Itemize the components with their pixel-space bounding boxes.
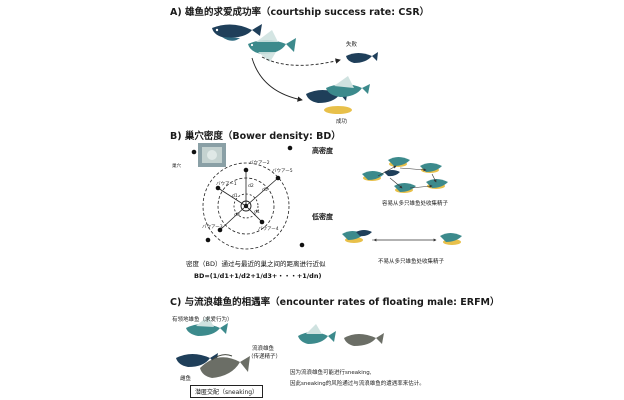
fail-arrow <box>261 56 341 66</box>
bower-label-3: バウアー3 <box>202 225 223 230</box>
bower-label-5: バウアー5 <box>272 169 293 174</box>
fail-fish <box>346 52 378 63</box>
territorial-male-label: 有领地雄鱼（求爱行为） <box>172 317 233 323</box>
distance-d1: d1 <box>232 194 238 199</box>
section-b-title: B) 巢穴密度（Bower density: BD） <box>170 131 341 142</box>
floating-male-sub: （传递精子） <box>248 354 282 360</box>
distance-d5: d5 <box>262 188 268 193</box>
male-fish-a <box>248 30 296 62</box>
section-a-title: A) 雄鱼的求爱成功率（courtship success rate: CSR） <box>170 7 430 18</box>
nest-label: 巢穴 <box>172 164 181 169</box>
section-c-title: C) 与流浪雄鱼的相遇率（encounter rates of floating… <box>170 297 500 308</box>
bower-label-4: バウアー4 <box>258 227 279 232</box>
female-label: 雌鱼 <box>180 376 192 382</box>
sneaking-box: 潜匿交配（sneaking） <box>190 385 264 398</box>
low-density-cluster <box>342 230 462 245</box>
female-fish-a <box>212 24 262 41</box>
high-density-label: 高密度 <box>312 147 333 155</box>
distance-d4: d4 <box>254 210 260 215</box>
distance-d3: d3 <box>234 213 240 218</box>
formula-description: 密度（BD）通过与最近的巢之间的距离进行近似 <box>186 260 326 268</box>
high-density-cluster <box>362 157 448 193</box>
floating-male-label: 流浪雄鱼 <box>252 346 275 352</box>
note-line-1: 因为流浪雄鱼可能进行sneaking, <box>290 370 372 376</box>
low-density-caption: 不易从多只雄鱼处收集精子 <box>378 259 445 265</box>
note-line-2: 因此sneaking的风险通过与流浪雄鱼的遭遇率来估计。 <box>290 381 425 387</box>
success-pair <box>306 76 370 114</box>
success-arrow <box>251 57 303 102</box>
distance-d2: d2 <box>248 184 254 189</box>
encounter-fish-pair <box>298 324 384 346</box>
bd-formula: BD=(1/d1+1/d2+1/d3+・・・+1/dn) <box>194 272 322 280</box>
low-density-label: 低密度 <box>312 213 333 221</box>
high-density-caption: 容易从多只雄鱼处收集精子 <box>382 201 449 207</box>
success-label: 成功 <box>336 119 348 125</box>
bower-label-2: バウアー2 <box>249 161 270 166</box>
floating-male-fish <box>200 354 250 378</box>
territorial-male-fish <box>186 316 228 336</box>
bower-diagram <box>191 145 305 250</box>
nest-photo <box>198 143 226 167</box>
fail-label: 失败 <box>346 42 358 48</box>
bower-label-1: バウアー1 <box>216 182 237 187</box>
